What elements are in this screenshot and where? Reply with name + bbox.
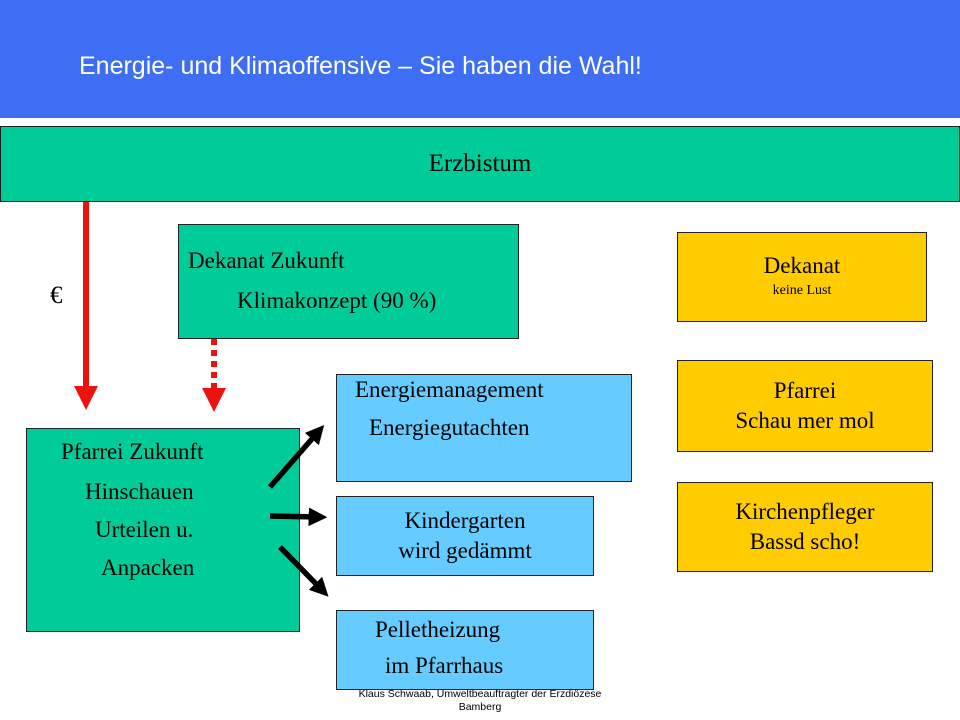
pfarrei-zukunft-box: Pfarrei Zukunft Hinschauen Urteilen u. A…	[26, 428, 300, 632]
arrow-to-kindergarten	[269, 507, 328, 527]
kirchenpfleger-label: Kirchenpfleger	[735, 499, 875, 525]
erzbistum-label: Erzbistum	[428, 150, 532, 177]
bassd-scho-label: Bassd scho!	[749, 529, 861, 554]
energiemanagement-box: Energiemanagement Energiegutachten	[336, 374, 632, 482]
dekanat-zukunft-title: Dekanat Zukunft	[188, 248, 345, 273]
footer-line: Klaus Schwaab, Umweltbeauftragter der Er…	[358, 688, 602, 700]
kindergarten-box: Kindergarten wird gedämmt	[336, 496, 594, 576]
energiegutachten-label: Energiegutachten	[369, 415, 530, 440]
footer-credit: Klaus Schwaab, Umweltbeauftragter der Er…	[330, 688, 630, 714]
erzbistum-box: Erzbistum	[0, 126, 960, 202]
footer-line: Bamberg	[458, 701, 502, 713]
pelletheizung-label: Pelletheizung	[375, 617, 501, 642]
dekanat-zukunft-subtitle: Klimakonzept (90 %)	[237, 288, 437, 313]
keine-lust-label: keine Lust	[772, 282, 832, 298]
pfarrei-label: Pfarrei	[773, 378, 837, 404]
slide-title: Energie- und Klimaoffensive – Sie haben …	[79, 52, 642, 80]
kindergarten-sublabel: wird gedämmt	[398, 538, 532, 563]
dekanat-keine-lust-box: Dekanat keine Lust	[677, 232, 927, 322]
kirchenpfleger-box: Kirchenpfleger Bassd scho!	[677, 482, 933, 572]
schau-mer-mol-label: Schau mer mol	[735, 408, 875, 433]
pfarrei-zukunft-line: Urteilen u.	[95, 517, 194, 542]
pfarrei-schau-box: Pfarrei Schau mer mol	[677, 360, 933, 452]
title-bar	[0, 0, 960, 118]
pfarrei-zukunft-line: Anpacken	[101, 555, 195, 580]
pelletheizung-box: Pelletheizung im Pfarrhaus	[336, 610, 594, 690]
dekanat-label: Dekanat	[763, 253, 841, 278]
pelletheizung-sublabel: im Pfarrhaus	[385, 653, 504, 678]
energiemanagement-label: Energiemanagement	[355, 377, 544, 402]
kindergarten-label: Kindergarten	[404, 508, 526, 534]
euro-label: €	[50, 282, 63, 309]
pfarrei-zukunft-title: Pfarrei Zukunft	[61, 439, 204, 464]
arrow-to-energiemanagement	[267, 424, 325, 489]
dekanat-zukunft-box: Dekanat Zukunft Klimakonzept (90 %)	[178, 224, 519, 339]
pfarrei-zukunft-line: Hinschauen	[85, 479, 194, 504]
arrow-to-pelletheizung	[278, 545, 329, 597]
